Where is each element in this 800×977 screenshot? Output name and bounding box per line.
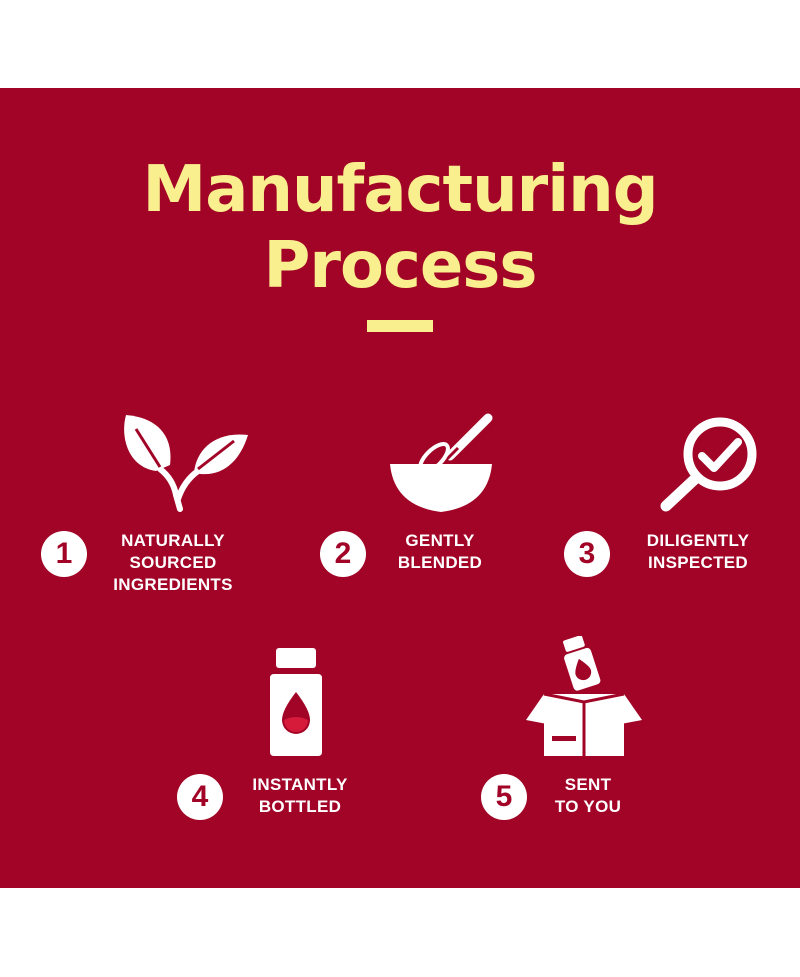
box-delivery-icon <box>526 636 642 756</box>
step-label-5-line-2: TO YOU <box>554 797 622 816</box>
step-label-3: DILIGENTLY INSPECTED <box>630 530 766 574</box>
step-label-1-line-2: SOURCED <box>129 553 217 572</box>
step-label-5: SENT TO YOU <box>538 774 638 818</box>
process-panel: Manufacturing Process <box>0 88 800 888</box>
step-label-2-line-2: BLENDED <box>397 553 483 572</box>
step-label-2: GENTLY BLENDED <box>378 530 502 574</box>
step-label-2-line-1: GENTLY <box>405 531 475 550</box>
bottle-drop-icon <box>270 648 322 756</box>
step-label-1-line-3: INGREDIENTS <box>113 575 233 594</box>
step-label-3-line-1: DILIGENTLY <box>646 531 750 550</box>
step-number-3: 3 <box>564 531 610 577</box>
step-label-1-line-1: NATURALLY <box>121 531 225 550</box>
step-label-4-line-2: BOTTLED <box>258 797 342 816</box>
step-number-4: 4 <box>177 774 223 820</box>
step-label-1: NATURALLY SOURCED INGREDIENTS <box>98 530 248 596</box>
step-label-4-line-1: INSTANTLY <box>252 775 348 794</box>
title-line-2: Process <box>263 229 538 303</box>
step-number-1: 1 <box>41 531 87 577</box>
step-number-5: 5 <box>481 774 527 820</box>
step-number-2: 2 <box>320 531 366 577</box>
step-label-3-line-2: INSPECTED <box>648 553 748 572</box>
leaves-icon <box>124 415 248 512</box>
step-label-5-line-1: SENT <box>564 775 612 794</box>
step-label-4: INSTANTLY BOTTLED <box>236 774 364 818</box>
bowl-whisk-icon <box>390 413 493 512</box>
title-line-1: Manufacturing <box>142 153 659 227</box>
magnifier-check-icon <box>660 417 757 512</box>
title-underline <box>367 320 433 332</box>
